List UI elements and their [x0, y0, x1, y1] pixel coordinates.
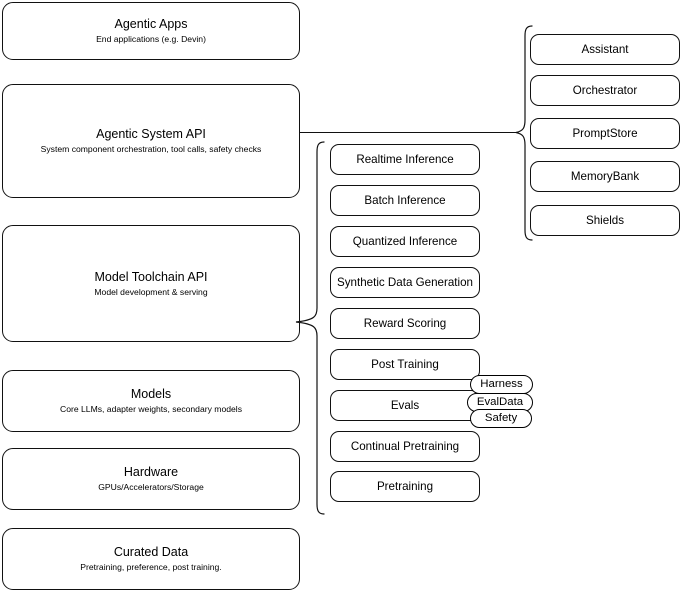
capability-pretraining[interactable]: Pretraining — [330, 471, 480, 502]
stack-layer-subtitle: End applications (e.g. Devin) — [96, 34, 206, 44]
stack-layer-title: Agentic Apps — [114, 17, 188, 31]
capability-label: Continual Pretraining — [350, 439, 460, 453]
eval-badge-harness[interactable]: Harness — [470, 375, 533, 394]
stack-layer-agentic-system-api[interactable]: Agentic System API System component orch… — [2, 84, 300, 198]
eval-badge-label: EvalData — [476, 396, 524, 408]
capability-realtime-inference[interactable]: Realtime Inference — [330, 144, 480, 175]
stack-layer-subtitle: System component orchestration, tool cal… — [40, 144, 262, 154]
capability-quantized-inference[interactable]: Quantized Inference — [330, 226, 480, 257]
stack-layer-title: Models — [130, 387, 172, 401]
stack-layer-models[interactable]: Models Core LLMs, adapter weights, secon… — [2, 370, 300, 432]
system-component-shields[interactable]: Shields — [530, 205, 680, 236]
capability-label: Evals — [390, 398, 420, 412]
system-component-promptstore[interactable]: PromptStore — [530, 118, 680, 149]
capability-batch-inference[interactable]: Batch Inference — [330, 185, 480, 216]
system-component-label: Shields — [585, 213, 625, 227]
system-component-orchestrator[interactable]: Orchestrator — [530, 75, 680, 106]
stack-layer-title: Hardware — [123, 465, 179, 479]
eval-badge-safety[interactable]: Safety — [470, 409, 532, 428]
system-component-label: Orchestrator — [572, 83, 638, 97]
stack-layer-title: Model Toolchain API — [94, 269, 208, 284]
system-component-assistant[interactable]: Assistant — [530, 34, 680, 65]
capability-continual-pretraining[interactable]: Continual Pretraining — [330, 431, 480, 462]
capability-label: Pretraining — [376, 479, 434, 493]
capability-label: Synthetic Data Generation — [337, 275, 473, 289]
eval-badge-label: Safety — [484, 412, 518, 424]
stack-layer-subtitle: Pretraining, preference, post training. — [80, 562, 222, 572]
stack-layer-title: Curated Data — [113, 545, 189, 559]
capability-label: Realtime Inference — [356, 152, 454, 166]
capability-reward-scoring[interactable]: Reward Scoring — [330, 308, 480, 339]
stack-layer-title: Agentic System API — [96, 127, 206, 141]
system-component-label: MemoryBank — [570, 169, 640, 183]
system-component-label: PromptStore — [572, 126, 638, 140]
capability-label: Quantized Inference — [352, 234, 458, 248]
stack-layer-subtitle: GPUs/Accelerators/Storage — [98, 482, 204, 492]
capability-synthetic-data-generation[interactable]: Synthetic Data Generation — [330, 267, 480, 298]
system-component-label: Assistant — [581, 42, 629, 56]
capability-evals[interactable]: Evals — [330, 390, 480, 421]
stack-layer-curated-data[interactable]: Curated Data Pretraining, preference, po… — [2, 528, 300, 590]
capability-post-training[interactable]: Post Training — [330, 349, 480, 380]
stack-layer-agentic-apps[interactable]: Agentic Apps End applications (e.g. Devi… — [2, 2, 300, 60]
eval-badge-label: Harness — [480, 378, 523, 390]
stack-layer-hardware[interactable]: Hardware GPUs/Accelerators/Storage — [2, 448, 300, 510]
stack-layer-subtitle: Model development & serving — [94, 286, 208, 297]
stack-layer-model-toolchain-api[interactable]: Model Toolchain API Model development & … — [2, 225, 300, 342]
capability-label: Post Training — [371, 357, 439, 371]
system-component-memorybank[interactable]: MemoryBank — [530, 161, 680, 192]
capability-label: Reward Scoring — [363, 316, 447, 330]
connector-system-api-to-components — [300, 126, 520, 140]
stack-layer-subtitle: Core LLMs, adapter weights, secondary mo… — [60, 404, 242, 414]
capability-label: Batch Inference — [364, 193, 446, 207]
